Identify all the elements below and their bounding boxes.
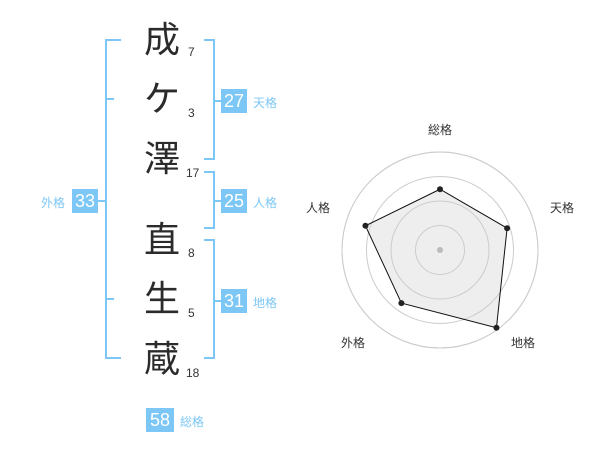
chikaku-value-badge: 31 [221,289,247,313]
tenkaku-value-badge: 27 [221,89,247,113]
radar-axis-label-gaikaku: 外格 [341,336,366,350]
stroke-count-1: 7 [188,45,195,59]
radar-point-3 [493,324,500,331]
name-char-5: 生 [143,279,180,320]
chikaku-bracket [204,239,215,359]
radar-point-1 [437,186,443,193]
radar-ring [366,176,514,324]
chikaku-label: 地格 [253,296,278,310]
stroke-count-4: 8 [188,246,195,260]
radar-axis-label-jinkaku: 人格 [306,201,331,215]
stroke-count-3: 17 [186,166,200,180]
soukaku-label: 総格 [180,415,205,429]
soukaku-value-badge: 58 [146,408,174,432]
stroke-count-6: 18 [186,366,200,380]
name-char-4: 直 [143,220,180,261]
name-char-3: 澤 [143,139,180,180]
name-char-2: ケ [143,79,180,120]
radar-center-dot [437,247,443,253]
radar-axis-label-tenkaku: 天格 [550,201,575,215]
tenkaku-bracket [204,39,215,160]
radar-axis-label-chikaku: 地格 [511,336,536,350]
tenkaku-label: 天格 [253,96,278,110]
gaikaku-bracket [105,39,121,359]
radar-point-2 [504,225,511,232]
jinkaku-label: 人格 [253,196,278,210]
radar-series-line [364,188,508,329]
radar-point-4 [398,300,405,307]
name-char-1: 成 [143,20,180,61]
radar-point-5 [362,222,369,229]
stroke-count-2: 3 [188,106,195,120]
jinkaku-value-badge: 25 [221,189,247,213]
stroke-count-5: 5 [188,306,195,320]
radar-ring [341,151,539,349]
radar-ring [390,200,490,300]
radar-ring [415,225,465,275]
radar-area [365,189,508,328]
name-char-6: 蔵 [143,339,180,380]
radar-axis-label-soukaku: 総格 [428,123,453,137]
gaikaku-label: 外格 [41,196,66,210]
gaikaku-value-badge: 33 [72,189,98,213]
